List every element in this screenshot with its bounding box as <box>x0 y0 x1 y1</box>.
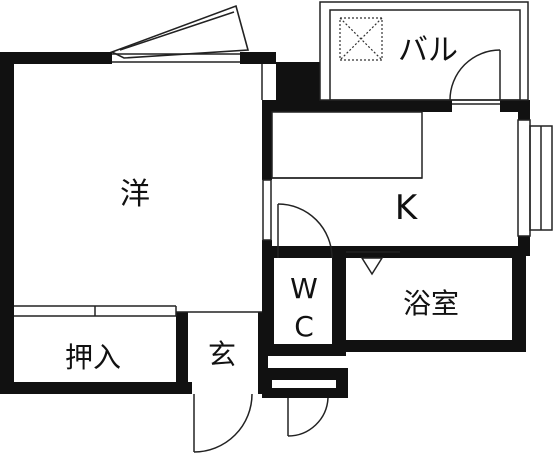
storage-door[interactable] <box>287 397 329 437</box>
wall-wc-right <box>332 258 346 356</box>
window-kitchen-right <box>517 119 531 237</box>
entrance-door[interactable] <box>193 393 253 453</box>
wall-top-mid <box>240 52 276 64</box>
wall-entrance-right <box>258 312 268 394</box>
wall-bath-bottom <box>342 340 526 352</box>
kitchen-counter <box>271 111 423 179</box>
room-label-bathroom: 浴室 <box>403 287 459 320</box>
room-label-wc-top: W <box>290 272 318 305</box>
window-sash-inner <box>119 11 235 51</box>
wall-bath-right <box>512 246 526 352</box>
bath-door-marker <box>360 257 384 276</box>
wall-kitchen-bottom <box>262 246 342 258</box>
window-western-kitchen <box>262 179 272 241</box>
wall-entrance-left <box>176 312 188 394</box>
wall-kitchen-right <box>518 100 530 120</box>
room-label-kitchen: K <box>395 188 419 228</box>
wall-storage-left <box>262 368 272 398</box>
window-sash-open <box>109 4 250 59</box>
thin-lines <box>14 1 553 317</box>
room-label-western: 洋 <box>120 177 150 212</box>
balcony-inner <box>329 9 521 101</box>
wall-left <box>0 52 14 394</box>
room-label-balcony: バル <box>398 33 458 68</box>
walls <box>0 52 530 398</box>
wall-storage-bottom <box>262 388 348 398</box>
room-label-closet: 押入 <box>65 341 121 374</box>
doors <box>193 49 501 453</box>
pillar-block <box>276 62 320 100</box>
wall-western-kitchen <box>262 100 272 180</box>
room-label-entrance: 玄 <box>208 338 236 371</box>
wall-bath-top <box>342 246 526 258</box>
wall-bottom-left <box>0 382 192 394</box>
room-label-wc-bottom: C <box>294 310 314 343</box>
wall-top-left <box>0 52 112 64</box>
balcony-door[interactable] <box>449 49 501 101</box>
wall-wc-bottom <box>262 344 346 356</box>
wall-kitchen-top <box>262 100 452 112</box>
wc-door[interactable] <box>277 203 333 259</box>
box-with-cross-icon <box>339 17 383 61</box>
wall-storage-top <box>262 368 348 380</box>
